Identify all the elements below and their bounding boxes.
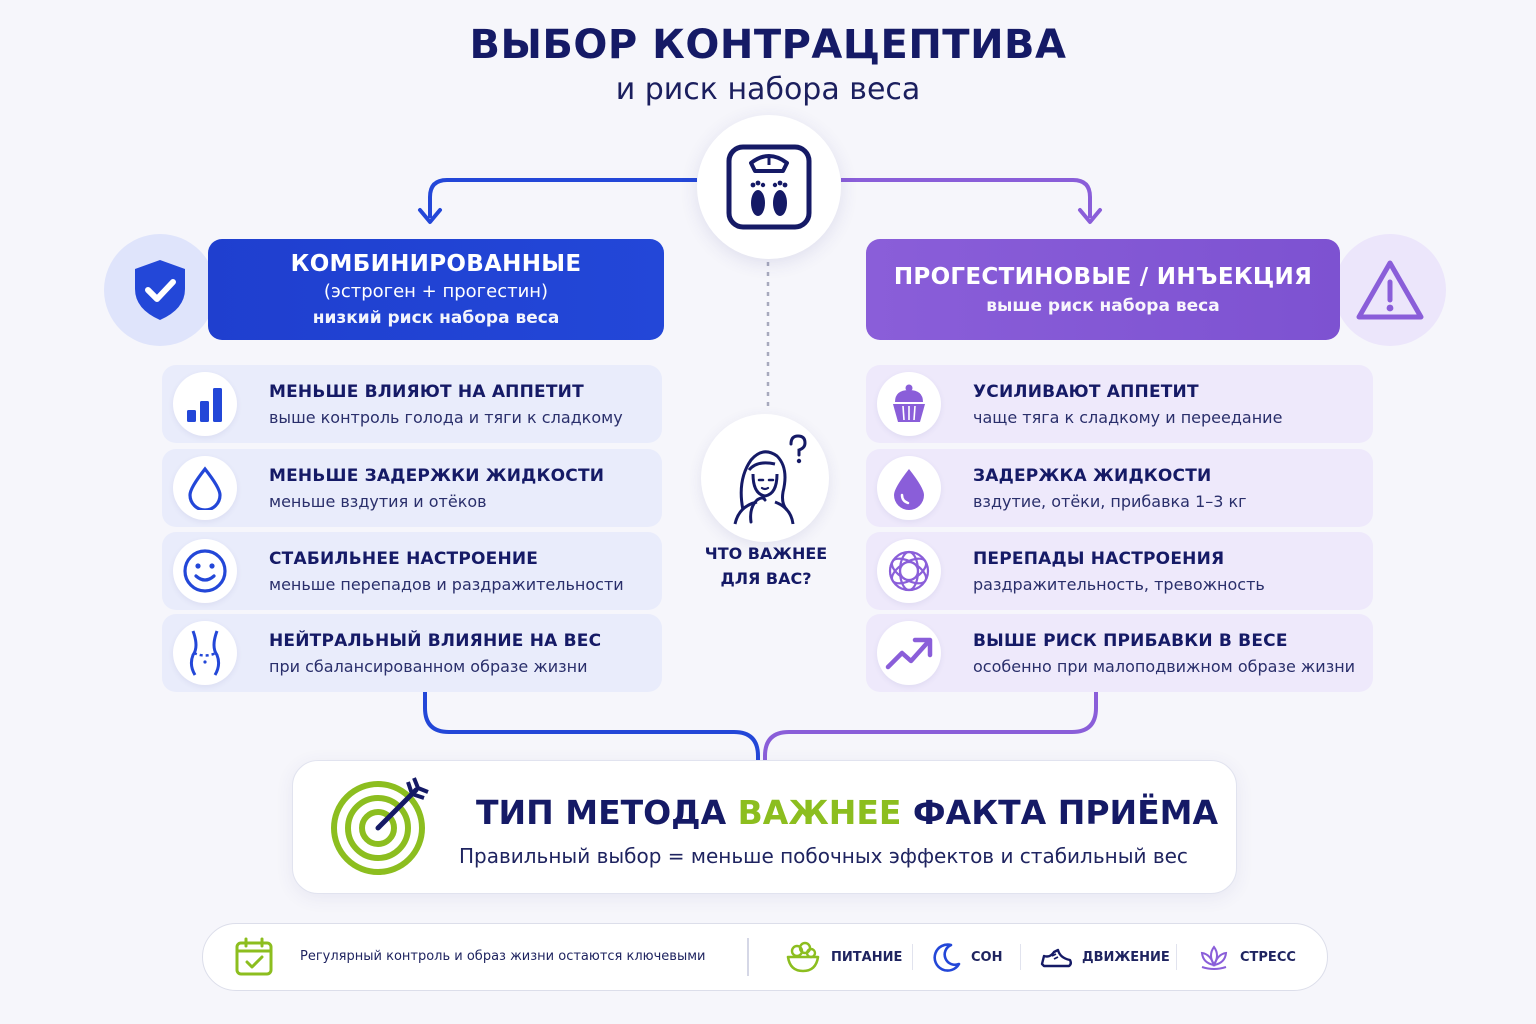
left-card-appetite: МЕНЬШЕ ВЛИЯЮТ НА АППЕТИТ выше контроль г… (162, 365, 662, 443)
card-desc: особенно при малоподвижном образе жизни (973, 656, 1356, 676)
bar-chart-icon (187, 388, 222, 422)
combined-title: КОМБИНИРОВАННЫЕ (290, 251, 582, 277)
combined-risk: низкий риск набора веса (312, 308, 560, 328)
conclusion-part-1: ТИП МЕТОДА (476, 793, 727, 832)
thinking-badge (701, 414, 829, 542)
page-subtitle: и риск набора веса (615, 72, 921, 107)
footer-separator (1176, 944, 1177, 970)
left-card-fluid: МЕНЬШЕ ЗАДЕРЖКИ ЖИДКОСТИ меньше вздутия … (162, 449, 662, 527)
conclusion-box (292, 760, 1237, 894)
progestin-header: ПРОГЕСТИНОВЫЕ / ИНЪЕКЦИЯ выше риск набор… (866, 239, 1340, 340)
smile-icon (183, 549, 227, 593)
bathroom-scale-icon (726, 144, 812, 230)
footer-item-stress: СТРЕСС (1198, 938, 1296, 976)
question-line-1: ЧТО ВАЖНЕЕ (704, 544, 828, 563)
progestin-title: ПРОГЕСТИНОВЫЕ / ИНЪЕКЦИЯ (893, 263, 1313, 290)
right-card-appetite: УСИЛИВАЮТ АППЕТИТ чаще тяга к сладкому и… (866, 365, 1373, 443)
card-title: НЕЙТРАЛЬНЫЙ ВЛИЯНИЕ НА ВЕС (269, 630, 602, 651)
conclusion-part-2: ФАКТА ПРИЁМА (912, 793, 1219, 832)
footer-note: Регулярный контроль и образ жизни остают… (300, 949, 706, 964)
tangle-icon (888, 550, 930, 592)
footer-bar (202, 923, 1328, 991)
warning-icon (1356, 260, 1424, 320)
card-desc: чаще тяга к сладкому и переедание (973, 407, 1283, 427)
left-card-weight: НЕЙТРАЛЬНЫЙ ВЛИЯНИЕ НА ВЕС при сбалансир… (162, 614, 662, 692)
page-title: ВЫБОР КОНТРАЦЕПТИВА (469, 22, 1067, 68)
footer-separator (912, 944, 913, 970)
progestin-risk: выше риск набора веса (986, 295, 1220, 316)
combined-header: КОМБИНИРОВАННЫЕ (эстроген + прогестин) н… (208, 239, 664, 340)
drop-icon (894, 469, 924, 510)
card-title: ЗАДЕРЖКА ЖИДКОСТИ (973, 465, 1212, 486)
footer-divider (747, 938, 749, 976)
scale-badge (697, 115, 841, 259)
target-icon (331, 777, 429, 875)
thinking-woman-icon (733, 434, 807, 525)
card-desc: меньше вздутия и отёков (269, 491, 487, 511)
right-card-weight: ВЫШЕ РИСК ПРИБАВКИ В ВЕСЕ особенно при м… (866, 614, 1373, 692)
card-title: ВЫШЕ РИСК ПРИБАВКИ В ВЕСЕ (973, 630, 1288, 651)
card-desc: при сбалансированном образе жизни (269, 656, 588, 676)
footer-item-movement: ДВИЖЕНИЕ (1040, 938, 1170, 976)
lotus-icon (1200, 945, 1228, 970)
footer-label: СОН (971, 949, 1003, 965)
warning-badge (1334, 234, 1446, 346)
conclusion-desc: Правильный выбор = меньше побочных эффек… (459, 844, 1188, 868)
footer-label: СТРЕСС (1240, 949, 1296, 965)
card-desc: выше контроль голода и тяги к сладкому (269, 407, 623, 427)
footer-label: ПИТАНИЕ (831, 949, 903, 965)
card-title: ПЕРЕПАДЫ НАСТРОЕНИЯ (973, 548, 1225, 569)
footer-item-nutrition: ПИТАНИЕ (785, 938, 902, 976)
card-desc: раздражительность, тревожность (973, 574, 1265, 594)
left-card-mood: СТАБИЛЬНЕЕ НАСТРОЕНИЕ меньше перепадов и… (162, 532, 662, 610)
card-title: МЕНЬШЕ ЗАДЕРЖКИ ЖИДКОСТИ (269, 465, 605, 486)
card-title: МЕНЬШЕ ВЛИЯЮТ НА АППЕТИТ (269, 381, 584, 402)
footer-label: ДВИЖЕНИЕ (1082, 949, 1170, 965)
waist-icon (189, 630, 221, 676)
salad-bowl-icon (786, 941, 820, 973)
conclusion-headline: ТИП МЕТОДА ВАЖНЕЕ ФАКТА ПРИЁМА (476, 793, 1218, 832)
right-card-fluid: ЗАДЕРЖКА ЖИДКОСТИ вздутие, отёки, прибав… (866, 449, 1373, 527)
trend-up-icon (885, 637, 933, 670)
right-card-mood: ПЕРЕПАДЫ НАСТРОЕНИЯ раздражительность, т… (866, 532, 1373, 610)
question-text: ЧТО ВАЖНЕЕ ДЛЯ ВАС? (690, 541, 842, 591)
footer-separator (1020, 944, 1021, 970)
cupcake-icon (893, 384, 925, 422)
card-title: УСИЛИВАЮТ АППЕТИТ (973, 381, 1199, 402)
card-desc: меньше перепадов и раздражительности (269, 574, 624, 594)
drop-icon (188, 466, 222, 510)
conclusion-highlight: ВАЖНЕЕ (737, 793, 902, 832)
shield-check-icon (135, 260, 185, 320)
moon-icon (933, 943, 961, 972)
card-title: СТАБИЛЬНЕЕ НАСТРОЕНИЕ (269, 548, 539, 569)
calendar-check-icon (235, 937, 273, 976)
sneaker-icon (1040, 948, 1072, 968)
card-desc: вздутие, отёки, прибавка 1–3 кг (973, 491, 1247, 511)
combined-subtitle: (эстроген + прогестин) (323, 281, 549, 302)
shield-badge (104, 234, 216, 346)
question-line-2: ДЛЯ ВАС? (720, 569, 812, 588)
footer-item-sleep: СОН (933, 938, 1002, 976)
